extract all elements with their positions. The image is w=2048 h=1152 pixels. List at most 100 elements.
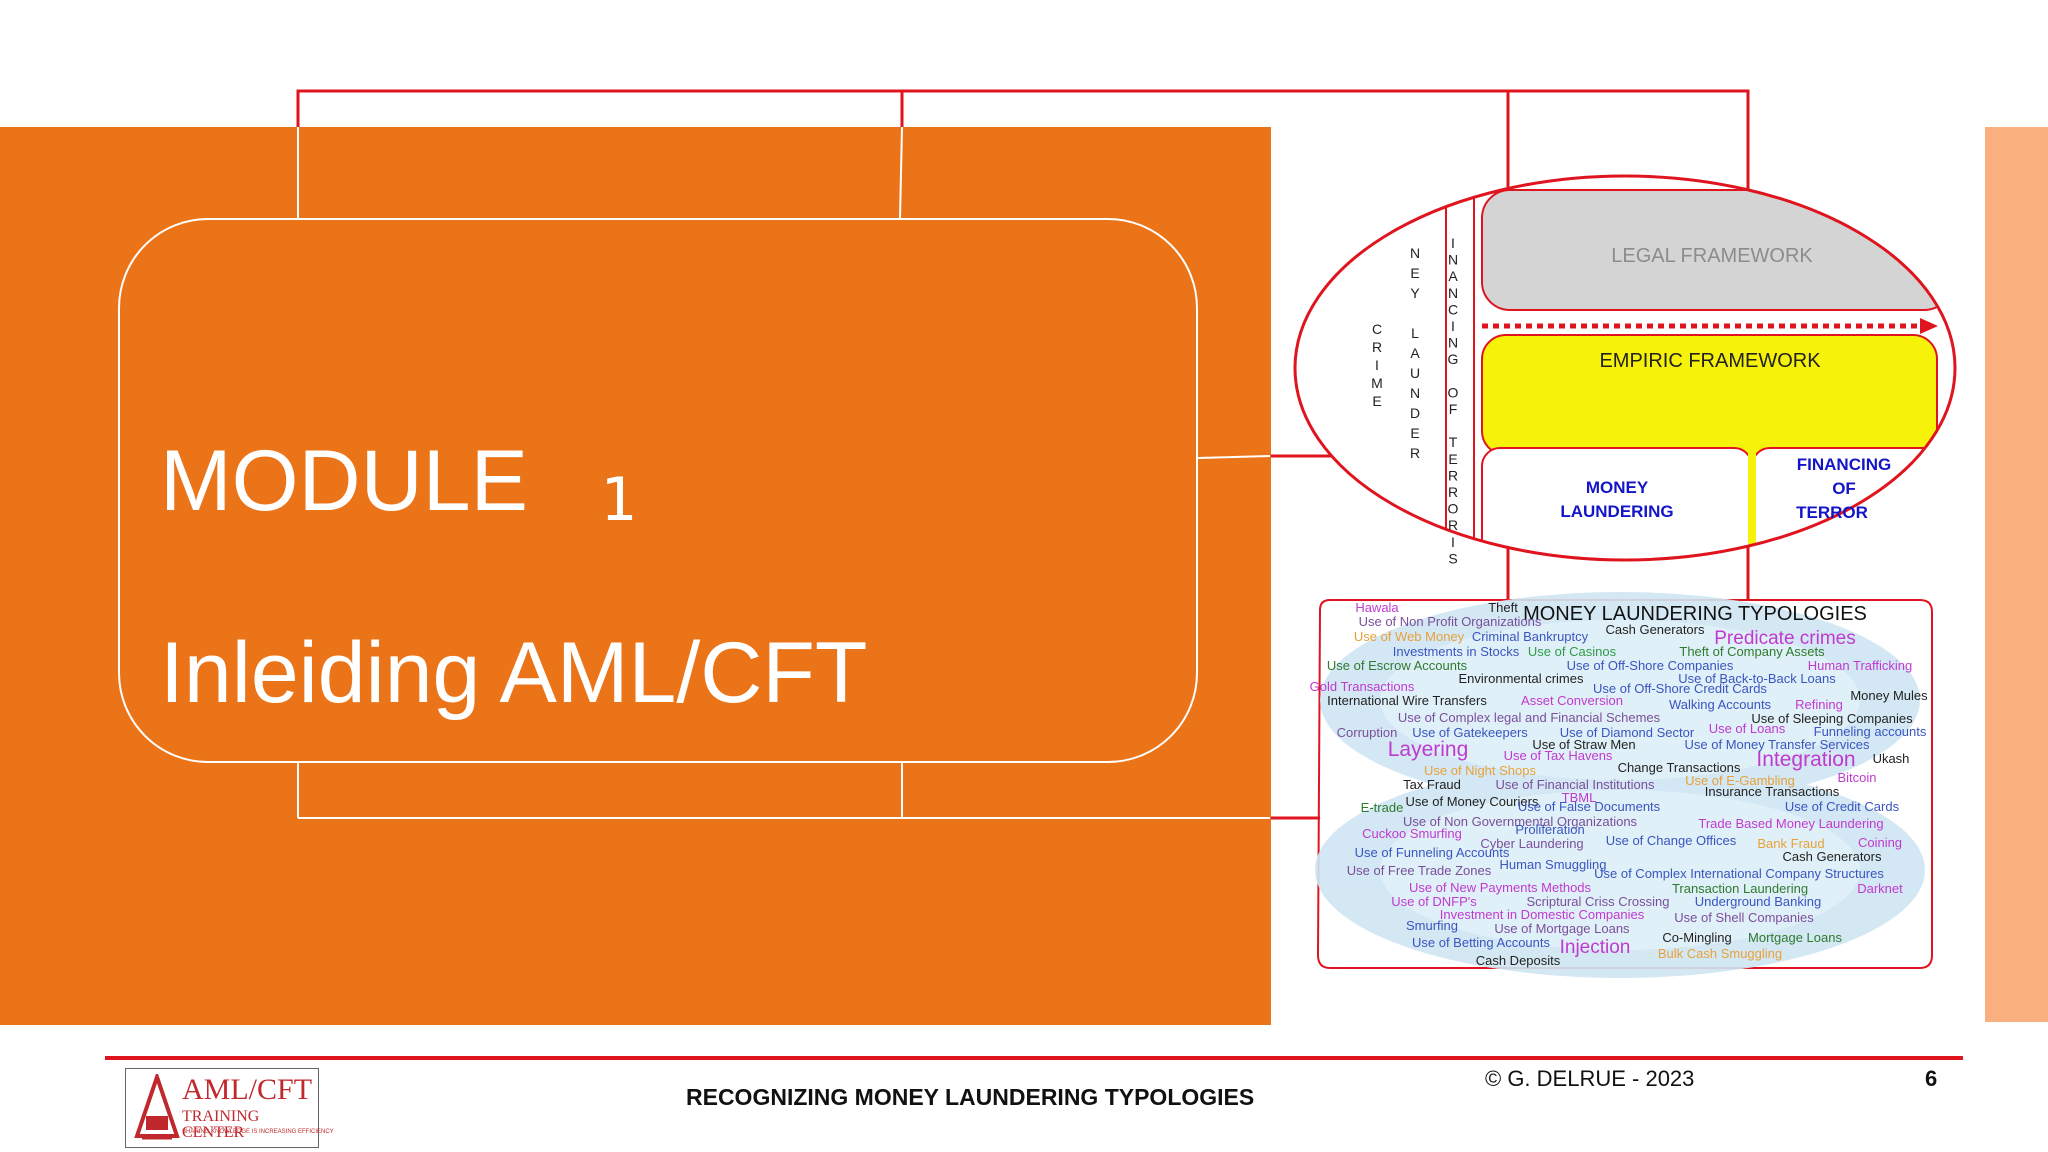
typology-word: Use of Diamond Sector [1560,725,1695,740]
typology-word: Smurfing [1406,918,1458,933]
typology-word: Use of Web Money [1354,629,1465,644]
typology-word: Use of Straw Men [1532,737,1635,752]
typology-word: Proliferation [1515,822,1584,837]
typology-word: Human Trafficking [1808,658,1913,673]
module-title: MODULE [160,433,528,529]
vertical-letter: L [1411,325,1419,341]
vertical-label-money-laundering: NEY LAUNDER [1410,245,1420,461]
typology-word: Hawala [1355,600,1399,615]
typology-word: Use of Credit Cards [1785,799,1900,814]
logo-tagline: SHARING KNOWLEDGE IS INCREASING EFFICIEN… [182,1129,334,1135]
typology-word: Cash Deposits [1476,953,1561,968]
typology-word: Mortgage Loans [1748,930,1842,945]
typology-word: Cyber Laundering [1480,836,1583,851]
vertical-letter: U [1410,365,1420,381]
logo-sub-text: TRAINING CENTER [182,1108,260,1141]
typology-word: Use of Off-Shore Companies [1567,658,1734,673]
typology-word: Ukash [1873,751,1910,766]
typology-word: Tax Fraud [1403,777,1461,792]
typology-word: Layering [1388,738,1469,761]
typology-word: Use of Complex legal and Financial Schem… [1398,710,1661,725]
typology-word: International Wire Transfers [1327,693,1487,708]
typology-word: Theft [1488,600,1518,615]
typology-word: Use of Sleeping Companies [1751,711,1913,726]
typology-word: Insurance Transactions [1705,784,1840,799]
vertical-letter: N [1410,385,1420,401]
vertical-letter: N [1448,335,1458,351]
page-number: 6 [1925,1066,1938,1091]
typology-word: Use of Gatekeepers [1412,725,1528,740]
typology-word: Investments in Stocks [1393,644,1520,659]
typology-word: Use of Money Couriers [1406,794,1539,809]
typology-word: Cuckoo Smurfing [1362,826,1462,841]
typology-word: E-trade [1361,800,1404,815]
vertical-letter: E [1410,265,1419,281]
typology-word: Use of Change Offices [1606,833,1737,848]
vertical-letter: T [1449,434,1458,450]
vertical-letter: A [1448,268,1458,284]
typology-word: Money Mules [1850,688,1928,703]
typology-word: Corruption [1337,725,1398,740]
typology-word: Use of Shell Companies [1674,910,1814,925]
typology-word: Use of Back-to-Back Loans [1678,671,1836,686]
money-laundering-label-line1: MONEY [1586,478,1649,497]
vertical-letter: Y [1410,285,1420,301]
vertical-letter: M [1371,375,1383,391]
typology-word: Use of Financial Institutions [1496,777,1655,792]
vertical-letter: R [1448,467,1458,483]
vertical-letter: I [1451,235,1455,251]
typology-word: Walking Accounts [1669,697,1772,712]
typology-word: Use of Off-Shore Credit Cards [1593,681,1767,696]
financing-terror-label-line1: FINANCING [1797,455,1891,474]
typologies-title: MONEY LAUNDERING TYPOLOGIES [1523,603,1867,625]
typology-word: Cash Generators [1783,849,1882,864]
typology-word: Investment in Domestic Companies [1440,907,1645,922]
typology-word: Injection [1560,937,1631,958]
logo-main-text: AML/CFT [182,1073,313,1106]
typology-word: Integration [1756,748,1855,771]
typology-word: Use of Funneling Accounts [1355,845,1510,860]
financing-terror-label-line3: TERROR [1796,503,1868,522]
vertical-letter: O [1448,384,1459,400]
typology-word: TBML [1562,790,1597,805]
aml-cft-logo: AML/CFT TRAINING CENTER SHARING KNOWLEDG… [125,1068,334,1148]
typology-word: Underground Banking [1695,894,1821,909]
typology-word: Asset Conversion [1521,693,1623,708]
vertical-letter: E [1372,393,1381,409]
typology-word: Environmental crimes [1459,671,1584,686]
typology-word: Use of Non Governmental Organizations [1403,814,1638,829]
vertical-letter: R [1410,445,1420,461]
typology-word: Use of Non Profit Organizations [1359,614,1542,629]
logo-emblem-icon [134,1074,180,1140]
typology-word: Use of Betting Accounts [1412,935,1551,950]
typology-word: Human Smuggling [1500,857,1607,872]
vertical-letter: R [1448,484,1458,500]
typology-word: Darknet [1857,881,1903,896]
vertical-letter: S [1448,550,1457,566]
typology-word: Trade Based Money Laundering [1698,816,1883,831]
typology-word: Coining [1858,835,1902,850]
vertical-letter: C [1448,301,1458,317]
typology-word: Gold Transactions [1310,679,1415,694]
typology-word: Predicate crimes [1714,628,1856,649]
typology-word: Use of E-Gambling [1685,773,1795,788]
vertical-letter: C [1372,321,1382,337]
vertical-letter: E [1448,451,1457,467]
vertical-letter: D [1410,405,1420,421]
money-laundering-label-line2: LAUNDERING [1560,502,1673,521]
typology-word: Criminal Bankruptcy [1472,629,1589,644]
module-title-box [118,218,1198,763]
typology-word: Use of Complex International Company Str… [1594,866,1884,881]
typology-word: Scriptural Criss Crossing [1526,894,1669,909]
typology-word: Cash Generators [1606,622,1705,637]
typology-word: Bulk Cash Smuggling [1658,946,1782,961]
typology-word: Use of Money Transfer Services [1685,737,1870,752]
vertical-letter: G [1448,351,1459,367]
